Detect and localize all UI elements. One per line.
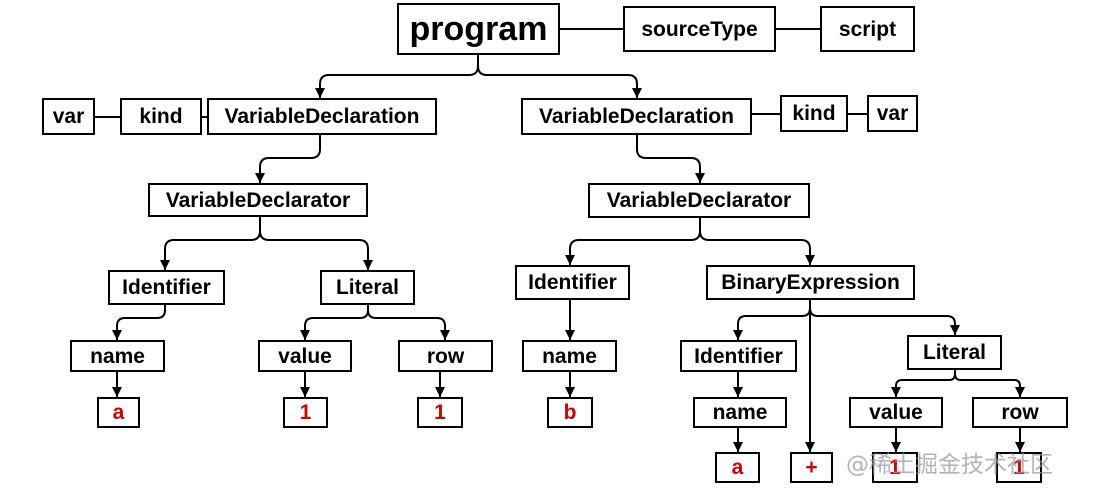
binary-right-literal-node: Literal (907, 335, 1002, 370)
source-type-value-node: script (820, 6, 915, 52)
edge-declarator-1-to-literal (259, 230, 373, 270)
binary-left-name-value-node: a (715, 452, 760, 483)
edge-program-to-declaration-1 (315, 55, 479, 98)
edge-declaration-2-to-declarator-2 (636, 135, 705, 183)
declarator-1-identifier-name-key-node: name (70, 340, 165, 372)
edge-literal-1-to-row-key (367, 309, 450, 340)
declarator-1-literal-row-key-node: row (398, 340, 493, 372)
binary-left-identifier-node: Identifier (680, 340, 797, 372)
declarator-2-identifier-name-value-node: b (547, 397, 593, 428)
binary-right-value-node: 1 (872, 452, 918, 483)
binary-right-value-key-node: value (849, 397, 943, 428)
binary-operator-node: + (790, 452, 833, 483)
edge-program-to-declaration-2 (477, 65, 642, 98)
declarator-1-identifier-name-value-node: a (97, 397, 140, 428)
edge-declarator-1-to-identifier (160, 217, 261, 270)
declarator-2-identifier-name-key-node: name (522, 340, 617, 372)
binary-right-row-key-node: row (972, 397, 1068, 428)
binary-expression-node: BinaryExpression (706, 265, 915, 300)
declarator-2-identifier-node: Identifier (515, 265, 630, 300)
source-type-key-node: sourceType (623, 6, 776, 52)
declarator-1-literal-row-node: 1 (417, 397, 463, 428)
declarator-1-literal-node: Literal (320, 270, 415, 305)
declaration-1-kind-key-node: kind (120, 98, 202, 135)
declarator-1-literal-value-key-node: value (258, 340, 352, 372)
edge-literal-2-to-row-key (954, 373, 1025, 397)
declaration-1-kind-value-node: var (42, 98, 95, 135)
declaration-2-kind-key-node: kind (780, 95, 848, 132)
edge-literal-1-to-value-key (300, 305, 369, 340)
declaration-2-node: VariableDeclaration (521, 98, 752, 135)
edge-identifier-1-to-name (112, 305, 166, 340)
declarator-1-node: VariableDeclarator (148, 183, 368, 217)
edge-binary-expression-to-identifier (733, 300, 811, 340)
edge-literal-2-to-value-key (891, 370, 956, 397)
declarator-1-literal-value-node: 1 (283, 397, 328, 428)
binary-left-name-key-node: name (693, 397, 787, 428)
program-node: program (397, 3, 560, 55)
declarator-2-node: VariableDeclarator (588, 183, 810, 218)
declaration-1-node: VariableDeclaration (207, 98, 437, 135)
edge-declarator-2-to-binary-expression (699, 230, 815, 265)
edge-binary-expression-to-literal (809, 307, 960, 335)
edge-declarator-2-to-identifier (565, 218, 701, 265)
edge-declaration-1-to-declarator-1 (255, 135, 321, 183)
declaration-2-kind-value-node: var (867, 95, 918, 132)
declarator-1-identifier-node: Identifier (108, 270, 225, 305)
binary-right-row-node: 1 (996, 452, 1042, 483)
